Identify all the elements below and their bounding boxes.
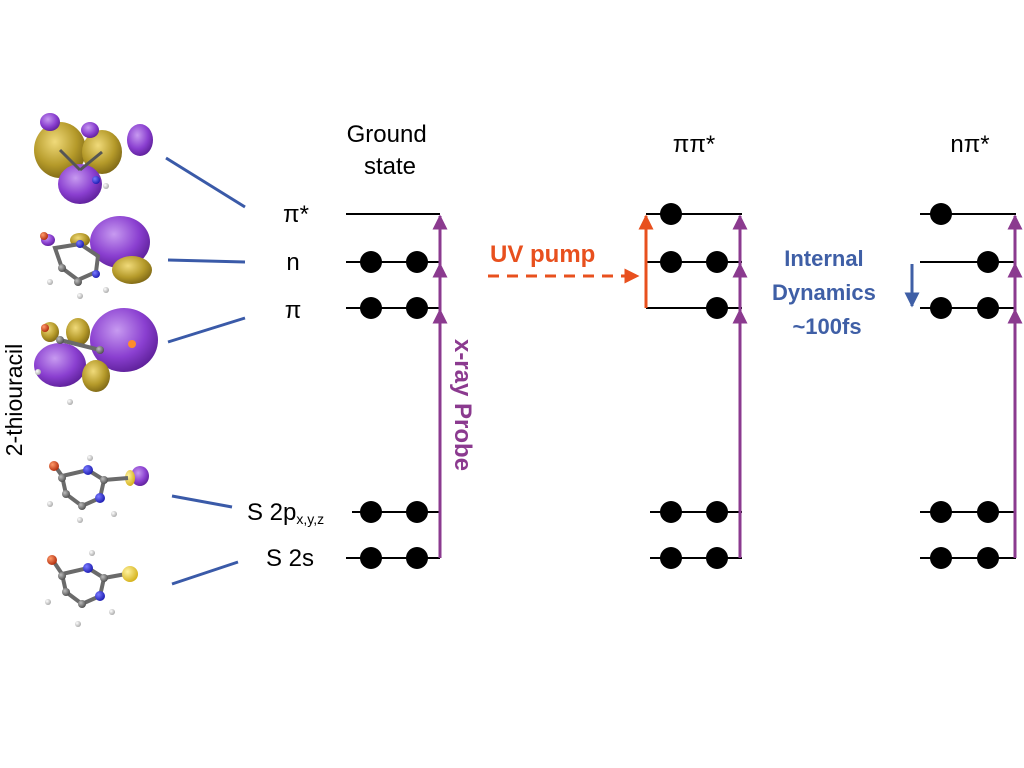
orbital-label-pi: π xyxy=(285,297,302,324)
electron xyxy=(406,547,428,569)
connector-n xyxy=(167,258,246,264)
npi-state-electrons xyxy=(930,203,999,569)
electron xyxy=(706,297,728,319)
connector-lines xyxy=(165,156,246,586)
uv-pump-label: UV pump xyxy=(490,241,595,268)
orbital-image-pi-star xyxy=(34,113,153,204)
connector-pi-star xyxy=(165,156,246,209)
electron xyxy=(660,251,682,273)
electron xyxy=(406,501,428,523)
electron xyxy=(360,547,382,569)
ground-state-electrons xyxy=(360,251,428,569)
electron xyxy=(977,501,999,523)
electron xyxy=(660,501,682,523)
electron xyxy=(360,297,382,319)
electron xyxy=(360,501,382,523)
connector-s2s xyxy=(171,560,239,586)
orbital-label-s2p-subscript: x,y,z xyxy=(296,511,324,527)
electron xyxy=(706,251,728,273)
electron xyxy=(406,297,428,319)
electron xyxy=(977,547,999,569)
internal-dynamics-label: Internal Dynamics ~100fs xyxy=(772,246,882,339)
npi-state-title: nπ* xyxy=(950,131,989,158)
orbital-label-n: n xyxy=(286,249,299,276)
pipi-state-title: ππ* xyxy=(673,131,715,158)
connector-pi xyxy=(167,316,246,344)
electron xyxy=(706,501,728,523)
orbital-image-n xyxy=(40,216,152,299)
orbital-label-s2p: S 2px,y,z xyxy=(247,499,324,527)
electron xyxy=(660,203,682,225)
molecule-image-s2p xyxy=(47,455,149,523)
molecule-label: 2-thiouracil xyxy=(1,344,27,457)
orbital-image-pi xyxy=(34,308,158,405)
pipi-state-electrons xyxy=(660,203,728,569)
electron xyxy=(406,251,428,273)
orbital-label-s2s: S 2s xyxy=(266,545,314,572)
electron xyxy=(930,547,952,569)
molecule-image-s2s xyxy=(45,550,138,627)
pipi-state-levels xyxy=(646,213,742,559)
electron xyxy=(930,203,952,225)
electron xyxy=(977,251,999,273)
electron xyxy=(706,547,728,569)
electron xyxy=(660,547,682,569)
xray-probe-label: x-ray Probe xyxy=(449,339,476,471)
ground-state-title: Ground state xyxy=(347,121,434,180)
orbital-label-pi-star: π* xyxy=(283,201,309,228)
electron xyxy=(930,501,952,523)
electron xyxy=(977,297,999,319)
connector-s2p xyxy=(171,494,233,509)
electron xyxy=(930,297,952,319)
orbital-label-s2p-main: S 2p xyxy=(247,499,296,526)
electron xyxy=(360,251,382,273)
